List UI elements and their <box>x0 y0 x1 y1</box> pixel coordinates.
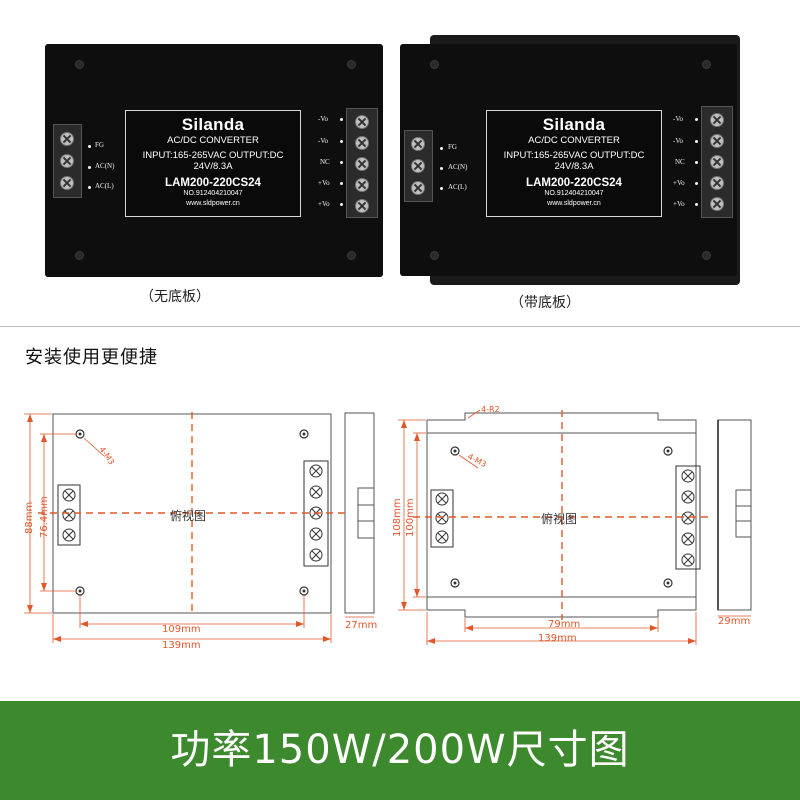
right-height-inner: 100mm <box>405 498 416 537</box>
mount-screw <box>430 251 439 260</box>
right-outline <box>426 412 697 618</box>
left-width-inner: 109mm <box>162 624 201 635</box>
product-label: Silanda AC/DC CONVERTER INPUT:165-265VAC… <box>486 110 662 217</box>
left-height-outer: 88mm <box>24 502 35 534</box>
right-depth: 29mm <box>718 616 750 627</box>
left-height-inner: 76.4mm <box>39 496 50 538</box>
dimension-drawing: 88mm 76.4mm 109mm 139mm 27mm 4-M3 俯视图 10… <box>24 405 752 651</box>
terminal-screw-icon <box>411 181 425 195</box>
mount-screw <box>347 251 356 260</box>
terminal-screw-icon <box>411 137 425 151</box>
right-corner-note: 4-R2 <box>481 405 500 414</box>
mount-screw <box>347 60 356 69</box>
mount-screw <box>702 251 711 260</box>
section-title: 安装使用更便捷 <box>25 347 158 368</box>
product-subtitle: AC/DC CONVERTER <box>167 135 259 146</box>
brand-name: Silanda <box>542 115 606 134</box>
spec-line: INPUT:165-265VAC OUTPUT:DC 24V/8.3A <box>142 150 284 172</box>
left-depth: 27mm <box>345 620 377 631</box>
terminal-screw-icon <box>710 134 724 148</box>
module-photo-no-base: Silanda AC/DC CONVERTER INPUT:165-265VAC… <box>45 44 383 277</box>
terminal-screw-icon <box>60 132 74 146</box>
left-side-terminal <box>357 487 375 539</box>
serial-number: NO.912404210047 <box>544 190 604 197</box>
input-pin-label: FG <box>448 143 457 151</box>
output-pin-label: NC <box>320 158 330 166</box>
output-pin-label: +Vo <box>318 200 330 208</box>
terminal-screw-icon <box>355 199 369 213</box>
input-pin-label: FG <box>95 141 104 149</box>
left-view-label: 俯视图 <box>170 508 206 523</box>
mount-screw <box>430 60 439 69</box>
right-width-inner: 79mm <box>548 619 580 630</box>
output-pin-label: +Vo <box>673 200 685 208</box>
output-pin-label: -Vo <box>673 115 683 123</box>
right-view-label: 俯视图 <box>541 511 577 526</box>
output-pin-label: +Vo <box>318 179 330 187</box>
website: www.sldpower.cn <box>547 200 601 207</box>
input-pin-label: AC(L) <box>95 182 114 190</box>
left-hole-note: 4-M3 <box>97 445 116 467</box>
mount-screw <box>75 60 84 69</box>
right-width-outer: 139mm <box>538 633 577 644</box>
left-side-outline <box>344 412 375 614</box>
model-number: LAM200-220CS24 <box>526 177 622 189</box>
product-label: Silanda AC/DC CONVERTER INPUT:165-265VAC… <box>125 110 301 217</box>
terminal-screw-icon <box>355 178 369 192</box>
input-pin-label: AC(N) <box>448 163 468 171</box>
model-number: LAM200-220CS24 <box>165 177 261 189</box>
terminal-screw-icon <box>355 115 369 129</box>
divider <box>0 326 800 327</box>
terminal-screw-icon <box>411 159 425 173</box>
output-pin-label: -Vo <box>673 137 683 145</box>
right-hole-note: 4-M3 <box>466 452 488 469</box>
input-pin-label: AC(N) <box>95 162 115 170</box>
terminal-screw-icon <box>710 197 724 211</box>
mount-screw <box>702 60 711 69</box>
output-pin-label: +Vo <box>673 179 685 187</box>
title-banner: 功率150W/200W尺寸图 <box>0 701 800 800</box>
output-pin-label: -Vo <box>318 137 328 145</box>
mount-screw <box>75 251 84 260</box>
terminal-screw-icon <box>710 176 724 190</box>
output-pin-label: -Vo <box>318 115 328 123</box>
input-terminal-block <box>404 130 433 202</box>
input-terminal-block <box>53 124 82 198</box>
serial-number: NO.912404210047 <box>183 190 243 197</box>
website: www.sldpower.cn <box>186 200 240 207</box>
terminal-screw-icon <box>710 155 724 169</box>
terminal-screw-icon <box>710 113 724 127</box>
input-pin-label: AC(L) <box>448 183 467 191</box>
product-subtitle: AC/DC CONVERTER <box>528 135 620 146</box>
right-height-outer: 108mm <box>392 498 403 537</box>
terminal-screw-icon <box>60 176 74 190</box>
left-width-outer: 139mm <box>162 640 201 651</box>
caption-no-base: （无底板） <box>140 289 210 305</box>
output-terminal-block <box>346 108 378 218</box>
output-terminal-block <box>701 106 733 218</box>
caption-with-base: （带底板） <box>510 295 580 311</box>
spec-line: INPUT:165-265VAC OUTPUT:DC 24V/8.3A <box>503 150 645 172</box>
output-pin-label: NC <box>675 158 685 166</box>
terminal-screw-icon <box>355 157 369 171</box>
module-photo-with-base: Silanda AC/DC CONVERTER INPUT:165-265VAC… <box>400 44 737 276</box>
terminal-screw-icon <box>60 154 74 168</box>
banner-title: 功率150W/200W尺寸图 <box>170 727 630 773</box>
terminal-screw-icon <box>355 136 369 150</box>
brand-name: Silanda <box>181 115 245 134</box>
right-side-outline <box>717 419 752 611</box>
